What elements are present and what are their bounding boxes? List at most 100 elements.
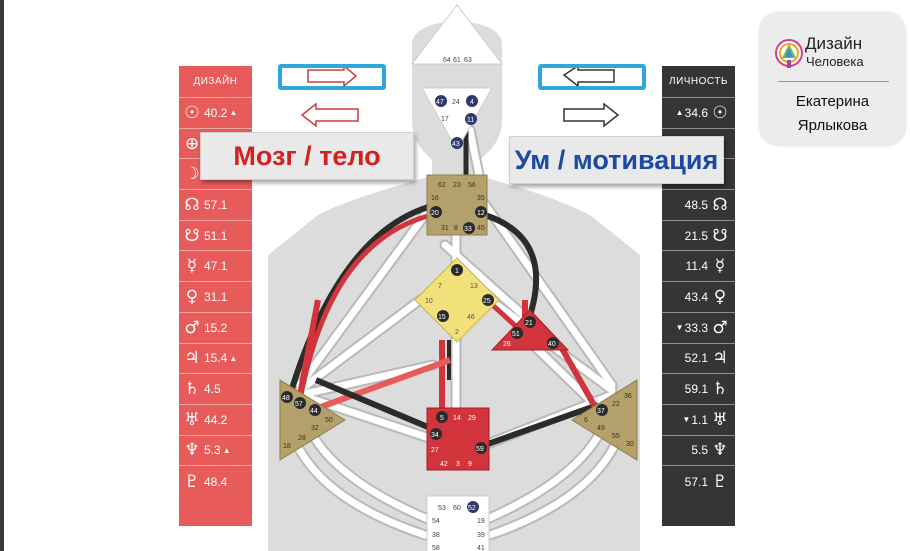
gate-10: 10 (425, 298, 433, 305)
gate-57: 57 (295, 401, 303, 408)
gate-40: 40 (548, 341, 556, 348)
personality-row: 59.1♄ (662, 374, 735, 405)
gate-24: 24 (452, 99, 460, 106)
saturn-icon: ♄ (184, 379, 200, 400)
logo-divider (778, 81, 889, 82)
body-label: Мозг / тело (200, 132, 414, 180)
spleen-center: 48 57 44 50 32 28 18 (279, 379, 346, 461)
design-value: 57.1 (204, 197, 228, 212)
gate-7: 7 (438, 283, 442, 290)
personality-row: ▼33.3♂ (662, 313, 735, 344)
gate-5: 5 (440, 415, 444, 422)
design-row: ☿47.1 (179, 251, 252, 283)
sacral-center: 5 14 29 34 27 59 42 3 9 (426, 407, 490, 471)
channel-20-57 (297, 212, 433, 401)
gate-18: 18 (283, 443, 291, 450)
north-node-icon: ☊ (712, 194, 728, 215)
design-row: ☉40.2▲ (179, 98, 252, 129)
south-node-icon: ☋ (712, 225, 728, 246)
neptune-icon: ♆ (712, 440, 728, 461)
design-value: 15.4 (204, 351, 228, 366)
channel-16-48 (287, 202, 436, 396)
personality-row: 57.1♇ (662, 466, 735, 497)
jupiter-icon: ♃ (184, 348, 200, 369)
uranus-icon: ♅ (184, 409, 200, 430)
fixing-mark: ▲ (229, 108, 238, 118)
venus-icon: ♀ (713, 286, 727, 307)
human-design-emblem-icon (775, 39, 803, 68)
channel-44-26 (316, 357, 452, 411)
gate-43: 43 (452, 141, 460, 148)
fixing-mark: ▲ (675, 108, 684, 118)
head-center: 64 61 63 (410, 4, 504, 65)
gate-34: 34 (431, 432, 439, 439)
gate-26: 26 (503, 341, 511, 348)
personality-value: 33.3 (684, 320, 708, 335)
design-row: ♃15.4▲ (179, 344, 252, 375)
personality-row: 5.5♆ (662, 436, 735, 467)
design-value: 44.2 (204, 412, 228, 427)
neptune-icon: ♆ (184, 440, 200, 461)
solar-plexus-center: 36 22 37 6 49 55 30 (571, 379, 638, 461)
gate-48: 48 (282, 395, 290, 402)
design-value: 4.5 (204, 382, 221, 397)
personality-row: ▼1.1♅ (662, 405, 735, 436)
design-row: ☊ 57.1 (179, 190, 252, 221)
root-center: 53 60 52 54 19 38 39 58 41 (426, 495, 490, 551)
gate-41: 41 (477, 545, 485, 551)
gate-44: 44 (310, 408, 318, 415)
gate-17: 17 (441, 116, 449, 123)
gate-31: 31 (441, 225, 449, 232)
pluto-icon: ♇ (184, 471, 200, 492)
design-row: ♄ 4.5 (179, 374, 252, 405)
gate-25: 25 (483, 298, 491, 305)
saturn-icon: ♄ (712, 379, 728, 400)
gate-36: 36 (624, 393, 632, 400)
design-row: ♆5.3▲ (179, 436, 252, 467)
g-center: 1 7 13 10 25 15 46 2 (414, 257, 500, 343)
moon-icon: ☽ (184, 164, 200, 185)
gate-9: 9 (468, 461, 472, 468)
gate-2: 2 (455, 329, 459, 336)
gate-30: 30 (626, 441, 634, 448)
gate-27: 27 (431, 447, 439, 454)
south-node-icon: ☋ (184, 225, 200, 246)
channel-59-6 (483, 402, 600, 448)
gate-47: 47 (436, 99, 444, 106)
personality-column: ЛИЧНОСТЬ ▲34.6☉48.5☊21.5☋11.4☿43.4♀▼33.3… (662, 66, 735, 526)
gate-13: 13 (470, 283, 478, 290)
gate-45: 45 (477, 225, 485, 232)
personality-arrow-box (538, 64, 646, 90)
gate-62: 62 (438, 182, 446, 189)
personality-row: ▲34.6☉ (662, 98, 735, 129)
design-value: 31.1 (204, 289, 228, 304)
design-value: 15.2 (204, 320, 228, 335)
throat-center: 62 23 56 16 35 20 12 31 8 33 45 (426, 174, 488, 236)
venus-icon: ♀ (185, 286, 199, 307)
personality-header: ЛИЧНОСТЬ (662, 66, 735, 98)
personality-row (662, 159, 735, 191)
arrow-right-icon (307, 68, 358, 86)
personality-value: 11.4 (685, 259, 708, 274)
gate-42: 42 (440, 461, 448, 468)
north-node-icon: ☊ (184, 194, 200, 215)
gate-51: 51 (512, 331, 520, 338)
gate-11: 11 (467, 117, 474, 124)
author-last-name: Ярлыкова (797, 117, 868, 134)
window-edge (0, 0, 4, 551)
gate-16: 16 (431, 195, 439, 202)
logo-brand-line1: Дизайн (805, 34, 863, 53)
jupiter-icon: ♃ (712, 348, 728, 369)
personality-row: 11.4☿ (662, 251, 735, 283)
channel-45-21 (484, 212, 540, 332)
design-row: ♀ 31.1 (179, 282, 252, 313)
personality-value: 48.5 (684, 197, 708, 212)
pluto-icon: ♇ (712, 471, 728, 492)
arrow-left-icon (562, 68, 615, 86)
heart-center: 21 51 26 40 (490, 309, 570, 351)
fixing-mark: ▲ (222, 445, 231, 455)
design-row: ☽ (179, 159, 252, 191)
gate-32: 32 (311, 425, 319, 432)
gate-59: 59 (476, 446, 484, 453)
gate-38: 38 (432, 532, 440, 539)
